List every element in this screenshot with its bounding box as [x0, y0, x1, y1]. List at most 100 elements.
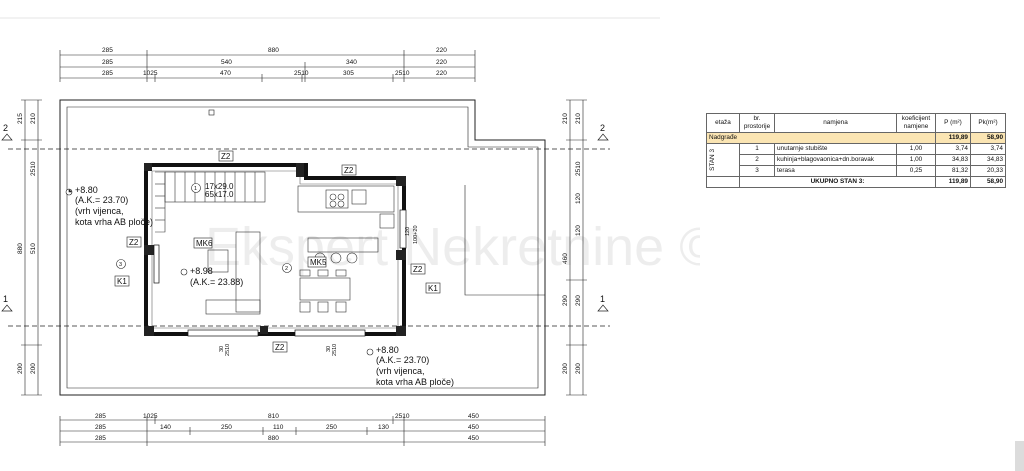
- svg-text:kota vrha AB ploče): kota vrha AB ploče): [75, 217, 153, 227]
- axis-marker-1-left: 1: [1, 294, 13, 312]
- small-dimension-text: 120 100+20 30 2510 30 2510: [219, 225, 419, 356]
- svg-text:120: 120: [575, 193, 582, 204]
- svg-text:305: 305: [343, 70, 354, 77]
- svg-text:880: 880: [268, 435, 279, 442]
- svg-text:290: 290: [562, 295, 569, 306]
- dimension-text-bottom: 285 1025 810 2510 450 285 140 250 110 25…: [95, 413, 479, 442]
- svg-text:(vrh vijenca,: (vrh vijenca,: [75, 206, 124, 216]
- svg-text:450: 450: [468, 413, 479, 420]
- header-pk: Pk(m²): [970, 113, 1006, 133]
- axis-marker-2-left: 2: [1, 123, 13, 141]
- row-br: 3: [739, 165, 775, 177]
- svg-text:1: 1: [194, 186, 197, 192]
- svg-text:2510: 2510: [30, 161, 37, 176]
- svg-text:285: 285: [102, 47, 113, 54]
- svg-text:2: 2: [600, 123, 605, 133]
- svg-text:(A.K.= 23.88): (A.K.= 23.88): [190, 277, 243, 287]
- svg-text:810: 810: [268, 413, 279, 420]
- svg-text:140: 140: [160, 424, 171, 431]
- scrollbar[interactable]: [1015, 441, 1024, 471]
- svg-text:120: 120: [405, 227, 411, 236]
- row-koef: 1,00: [896, 154, 936, 166]
- watermark-text: Ekspert Nekretnine ©: [205, 217, 700, 277]
- section-label: Nadgrađe: [706, 132, 936, 144]
- svg-text:215: 215: [17, 113, 24, 124]
- svg-text:285: 285: [95, 413, 106, 420]
- level-mark-3: +8.80 (A.K.= 23.70) (vrh vijenca, kota v…: [366, 345, 454, 387]
- table-row: STAN 3 1 unutarnje stubište 1,00 3,74 3,…: [706, 143, 1006, 177]
- terrace-inner-outline: [66, 106, 539, 389]
- row-p: 34,83: [935, 154, 971, 166]
- section-p: 119,89: [935, 132, 971, 144]
- total-label: UKUPNO STAN 3:: [739, 176, 936, 188]
- level-mark-1: +8.80 (A.K.= 23.70) (vrh vijenca, kota v…: [65, 185, 153, 227]
- svg-text:460: 460: [562, 253, 569, 264]
- axis-marker-1-right: 1: [597, 294, 609, 312]
- drain-symbol: [208, 109, 215, 116]
- kitchen-counter: [297, 185, 395, 264]
- row-pk: 34,83: [970, 154, 1006, 166]
- svg-text:285: 285: [95, 424, 106, 431]
- svg-text:200: 200: [575, 363, 582, 374]
- table-row: 3 terasa 0,25 81,32 20,33: [707, 165, 1006, 177]
- svg-text:285: 285: [95, 435, 106, 442]
- row-namjena: kuhinja+blagovaonica+dn.boravak: [774, 154, 897, 166]
- terrace-step-line: [464, 185, 545, 296]
- svg-text:200: 200: [17, 363, 24, 374]
- svg-text:(vrh vijenca,: (vrh vijenca,: [376, 366, 425, 376]
- svg-text:Z2: Z2: [221, 152, 231, 161]
- svg-text:220: 220: [436, 70, 447, 77]
- svg-text:1025: 1025: [143, 413, 158, 420]
- svg-text:220: 220: [436, 59, 447, 66]
- svg-text:210: 210: [30, 113, 37, 124]
- row-namjena: terasa: [774, 165, 897, 177]
- svg-text:30: 30: [219, 346, 225, 352]
- level-mark-2: +8.98 (A.K.= 23.88): [180, 266, 243, 287]
- table-row: 2 kuhinja+blagovaonica+dn.boravak 1,00 3…: [707, 154, 1006, 166]
- svg-text:450: 450: [468, 424, 479, 431]
- svg-text:+8.98: +8.98: [190, 266, 213, 276]
- header-namjena: namjena: [774, 113, 897, 133]
- svg-text:2510: 2510: [225, 344, 231, 356]
- row-koef: 0,25: [896, 165, 936, 177]
- axis-lines: [8, 148, 610, 327]
- header-p: P (m²): [935, 113, 971, 133]
- row-pk: 3,74: [970, 143, 1006, 155]
- svg-text:100+20: 100+20: [413, 225, 419, 244]
- section-pk: 58,90: [970, 132, 1006, 144]
- svg-text:200: 200: [30, 363, 37, 374]
- dimension-text-right: 210 460 290 200 210 2510 120 120 290 200: [562, 113, 582, 374]
- row-p: 3,74: [935, 143, 971, 155]
- svg-text:2: 2: [3, 123, 8, 133]
- svg-text:Z2: Z2: [275, 343, 285, 352]
- terrace-outline: [59, 99, 546, 396]
- row-pk: 20,33: [970, 165, 1006, 177]
- svg-text:1: 1: [3, 294, 8, 304]
- svg-text:470: 470: [220, 70, 231, 77]
- row-namjena: unutarnje stubište: [774, 143, 897, 155]
- svg-text:3: 3: [119, 262, 122, 268]
- svg-text:250: 250: [221, 424, 232, 431]
- room-labels: Z2 Z2 Z2 Z2 Z2 K1 K1 MK6 MK5 3 1 2 17x29…: [114, 150, 441, 353]
- header-etaza: etaža: [706, 113, 740, 133]
- svg-text:880: 880: [17, 243, 24, 254]
- dimension-lines-top: [59, 50, 476, 82]
- svg-text:285: 285: [102, 70, 113, 77]
- svg-text:220: 220: [436, 47, 447, 54]
- row-p: 81,32: [935, 165, 971, 177]
- svg-text:285: 285: [102, 59, 113, 66]
- total-p: 119,89: [935, 176, 971, 188]
- svg-text:290: 290: [575, 295, 582, 306]
- header-br: br.prostorije: [739, 113, 775, 133]
- svg-text:450: 450: [468, 435, 479, 442]
- svg-text:(A.K.= 23.70): (A.K.= 23.70): [376, 355, 429, 365]
- building-walls: [144, 163, 406, 336]
- svg-text:210: 210: [575, 113, 582, 124]
- dining-table: [299, 269, 351, 313]
- dimension-lines-bottom: [59, 416, 546, 446]
- table-section-row: Nadgrađe 119,89 58,90: [706, 132, 1006, 144]
- svg-text:Z2: Z2: [413, 265, 423, 274]
